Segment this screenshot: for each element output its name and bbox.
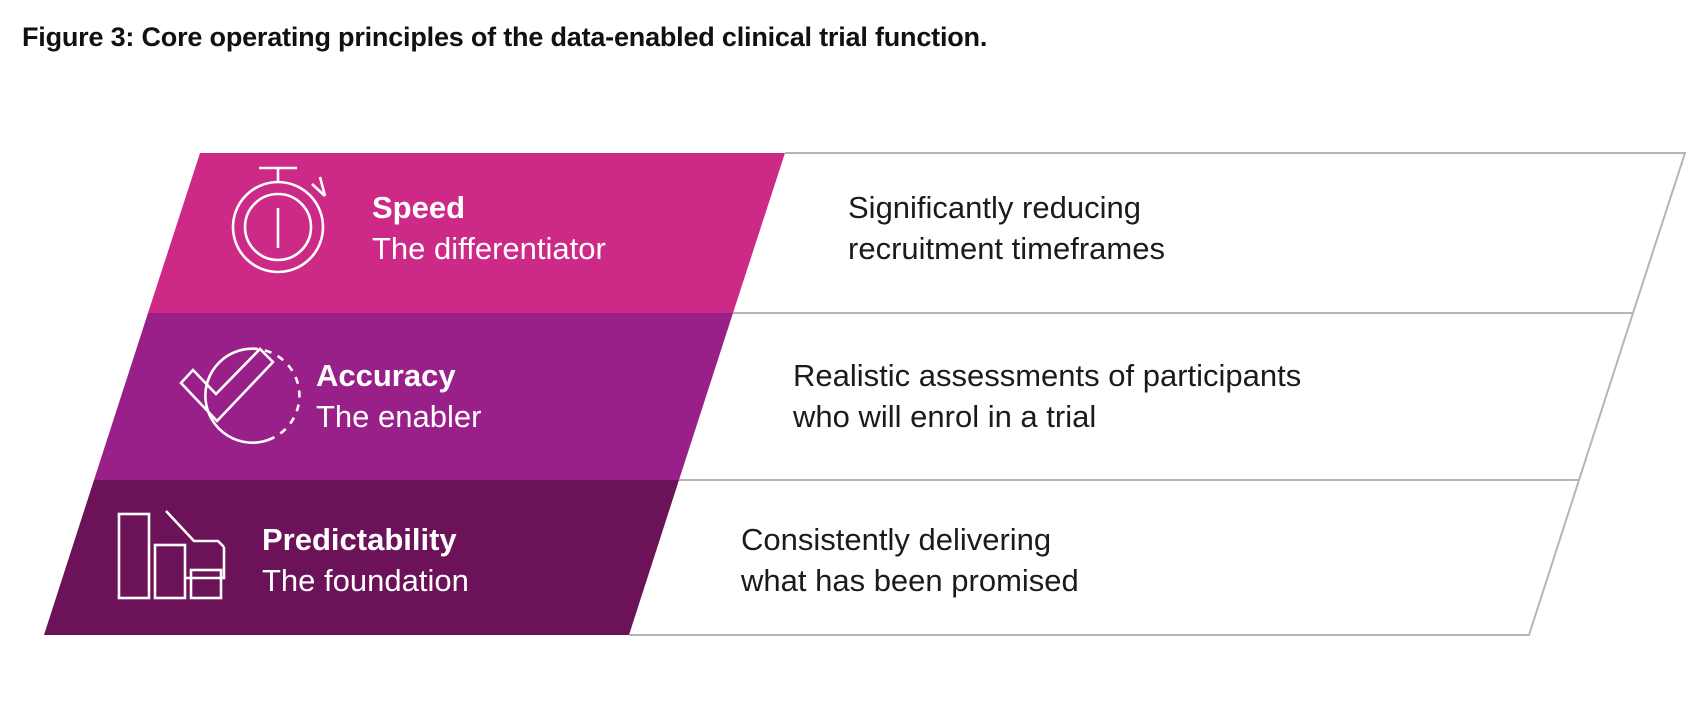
row-predictability-title: Predictability	[262, 522, 457, 557]
row-predictability-description-line2: what has been promised	[740, 563, 1079, 598]
row-accuracy-band	[94, 313, 733, 480]
row-speed-description-line1: Significantly reducing	[848, 190, 1141, 225]
row-predictability-description-line1: Consistently delivering	[741, 522, 1051, 557]
check-circle-icon	[179, 347, 301, 444]
row-speed[interactable]: Speed The differentiator Significantly r…	[148, 152, 1687, 314]
row-accuracy-description-line1: Realistic assessments of participants	[793, 358, 1301, 393]
row-accuracy-description-line2: who will enrol in a trial	[792, 399, 1096, 434]
row-accuracy[interactable]: Accuracy The enabler Realistic assessmen…	[94, 312, 1635, 481]
row-predictability[interactable]: Predictability The foundation Consistent…	[44, 479, 1581, 636]
row-accuracy-title: Accuracy	[316, 358, 456, 393]
declining-bar-chart-icon	[117, 510, 226, 600]
stopwatch-icon	[231, 166, 327, 274]
row-speed-subtitle: The differentiator	[372, 231, 606, 266]
row-predictability-outline	[629, 479, 1581, 636]
row-predictability-subtitle: The foundation	[262, 563, 469, 598]
row-speed-description-line2: recruitment timeframes	[848, 231, 1165, 266]
row-predictability-band	[44, 480, 679, 635]
row-accuracy-subtitle: The enabler	[316, 399, 481, 434]
page-title: Figure 3: Core operating principles of t…	[22, 22, 988, 52]
row-accuracy-outline	[679, 312, 1635, 481]
row-speed-title: Speed	[372, 190, 465, 225]
